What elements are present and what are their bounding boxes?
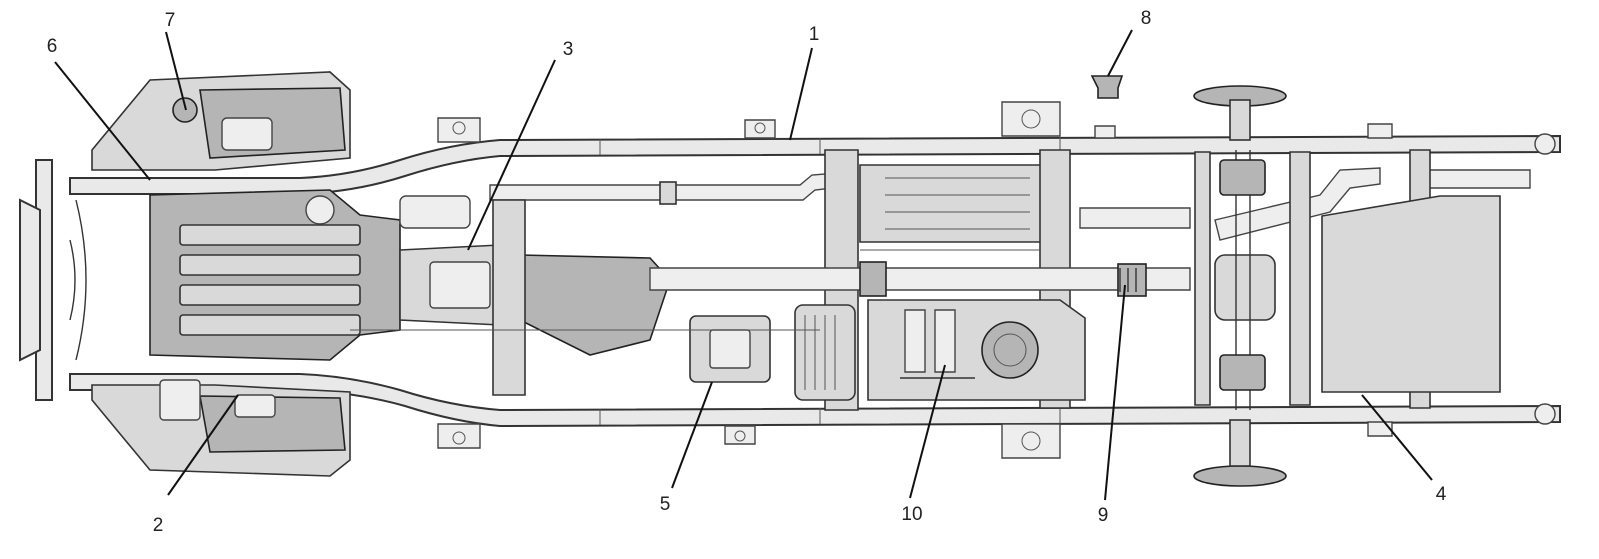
callout-numbers: 1 2 3 4 5 6 7 8 9 10 <box>47 8 1447 536</box>
leader-6 <box>54 61 151 181</box>
leader-lines <box>54 29 1433 501</box>
driveshaft <box>649 261 1191 297</box>
body-mounts <box>437 101 1393 459</box>
leader-8 <box>1107 29 1133 77</box>
leader-5 <box>671 381 713 489</box>
rear-panel <box>1321 195 1501 393</box>
engine <box>149 189 471 361</box>
leader-4 <box>1361 394 1433 481</box>
leader-7 <box>165 31 187 111</box>
callout-4: 4 <box>1436 484 1447 505</box>
callout-1: 1 <box>809 24 820 45</box>
exhaust-system <box>489 164 1531 243</box>
leader-2 <box>167 394 239 496</box>
callout-9: 9 <box>1098 505 1109 526</box>
transmission <box>399 244 671 356</box>
leader-3 <box>467 59 556 251</box>
callout-8: 8 <box>1141 8 1152 29</box>
callout-7: 7 <box>165 10 176 31</box>
charcoal-canister <box>794 304 856 401</box>
frame-rails <box>19 133 1561 428</box>
control-module <box>689 315 771 383</box>
leader-1 <box>789 47 813 141</box>
callout-10: 10 <box>901 504 922 525</box>
fuel-tank <box>867 299 1086 401</box>
leader-10 <box>909 364 946 499</box>
rear-axle <box>1193 85 1287 487</box>
callout-2: 2 <box>153 515 164 536</box>
plug-part <box>1090 75 1124 99</box>
front-suspension <box>69 71 351 477</box>
leader-9 <box>1104 284 1126 501</box>
callout-5: 5 <box>660 494 671 515</box>
callout-6: 6 <box>47 36 58 57</box>
brake-lines <box>350 249 1040 331</box>
callout-3: 3 <box>563 39 574 60</box>
